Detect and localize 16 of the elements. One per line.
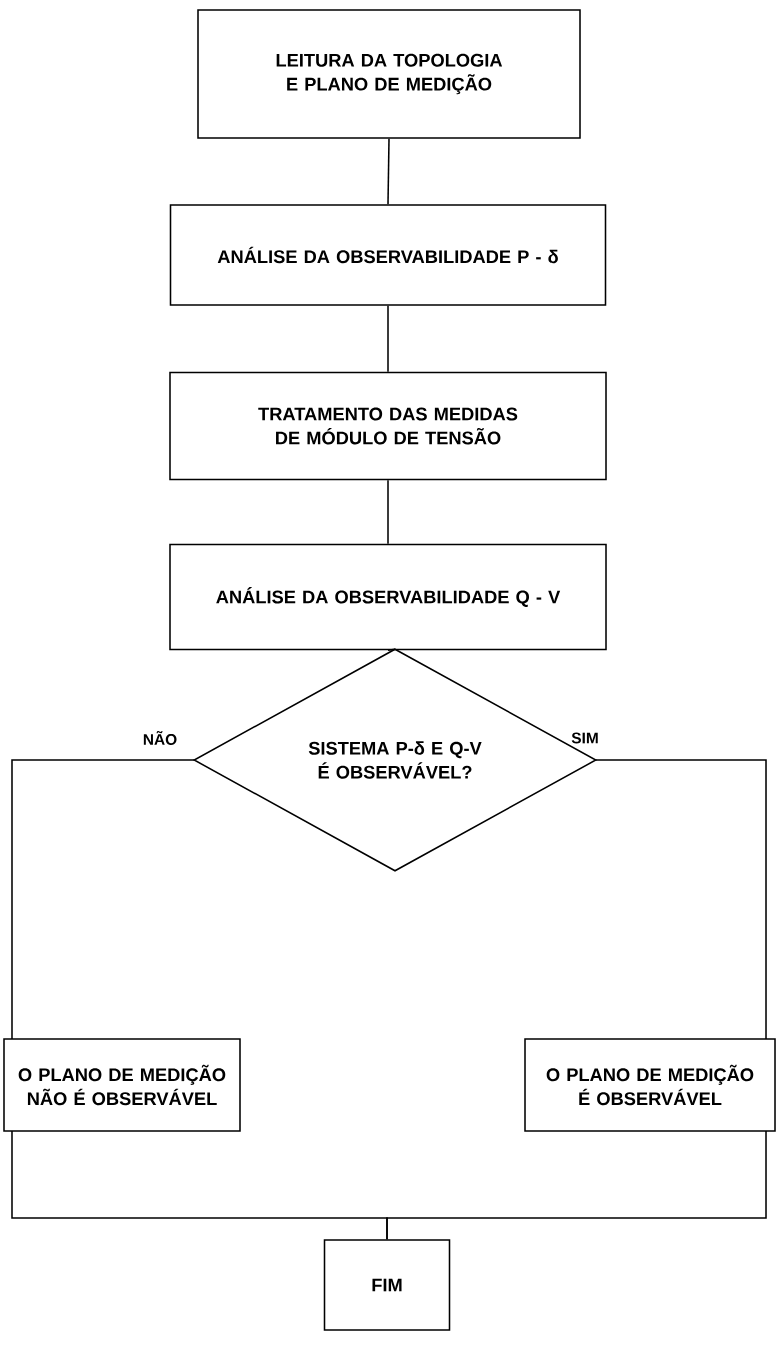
process-box: FIM (323, 1239, 451, 1331)
connector-line (387, 479, 389, 545)
process-box: ANÁLISE DA OBSERVABILIDADE P - δ (169, 204, 607, 306)
process-box: O PLANO DE MEDIÇÃO É OBSERVÁVEL (524, 1038, 776, 1132)
connector-line (387, 138, 390, 205)
connector-line (11, 759, 195, 1040)
process-box: ANÁLISE DA OBSERVABILIDADE Q - V (169, 543, 607, 651)
process-box: TRATAMENTO DAS MEDIDAS DE MÓDULO DE TENSÃO (169, 371, 607, 481)
process-box: O PLANO DE MEDIÇÃO NÃO É OBSERVÁVEL (3, 1038, 241, 1132)
process-box: LEITURA DA TOPOLOGIA E PLANO DE MEDIÇÃO (197, 9, 581, 139)
edge-label: SIM (570, 731, 600, 745)
connector-line (387, 648, 396, 652)
connector-line (387, 305, 389, 373)
edge-label: NÃO (142, 730, 178, 746)
connector-line (595, 759, 767, 1040)
connector-line (386, 1130, 767, 1240)
